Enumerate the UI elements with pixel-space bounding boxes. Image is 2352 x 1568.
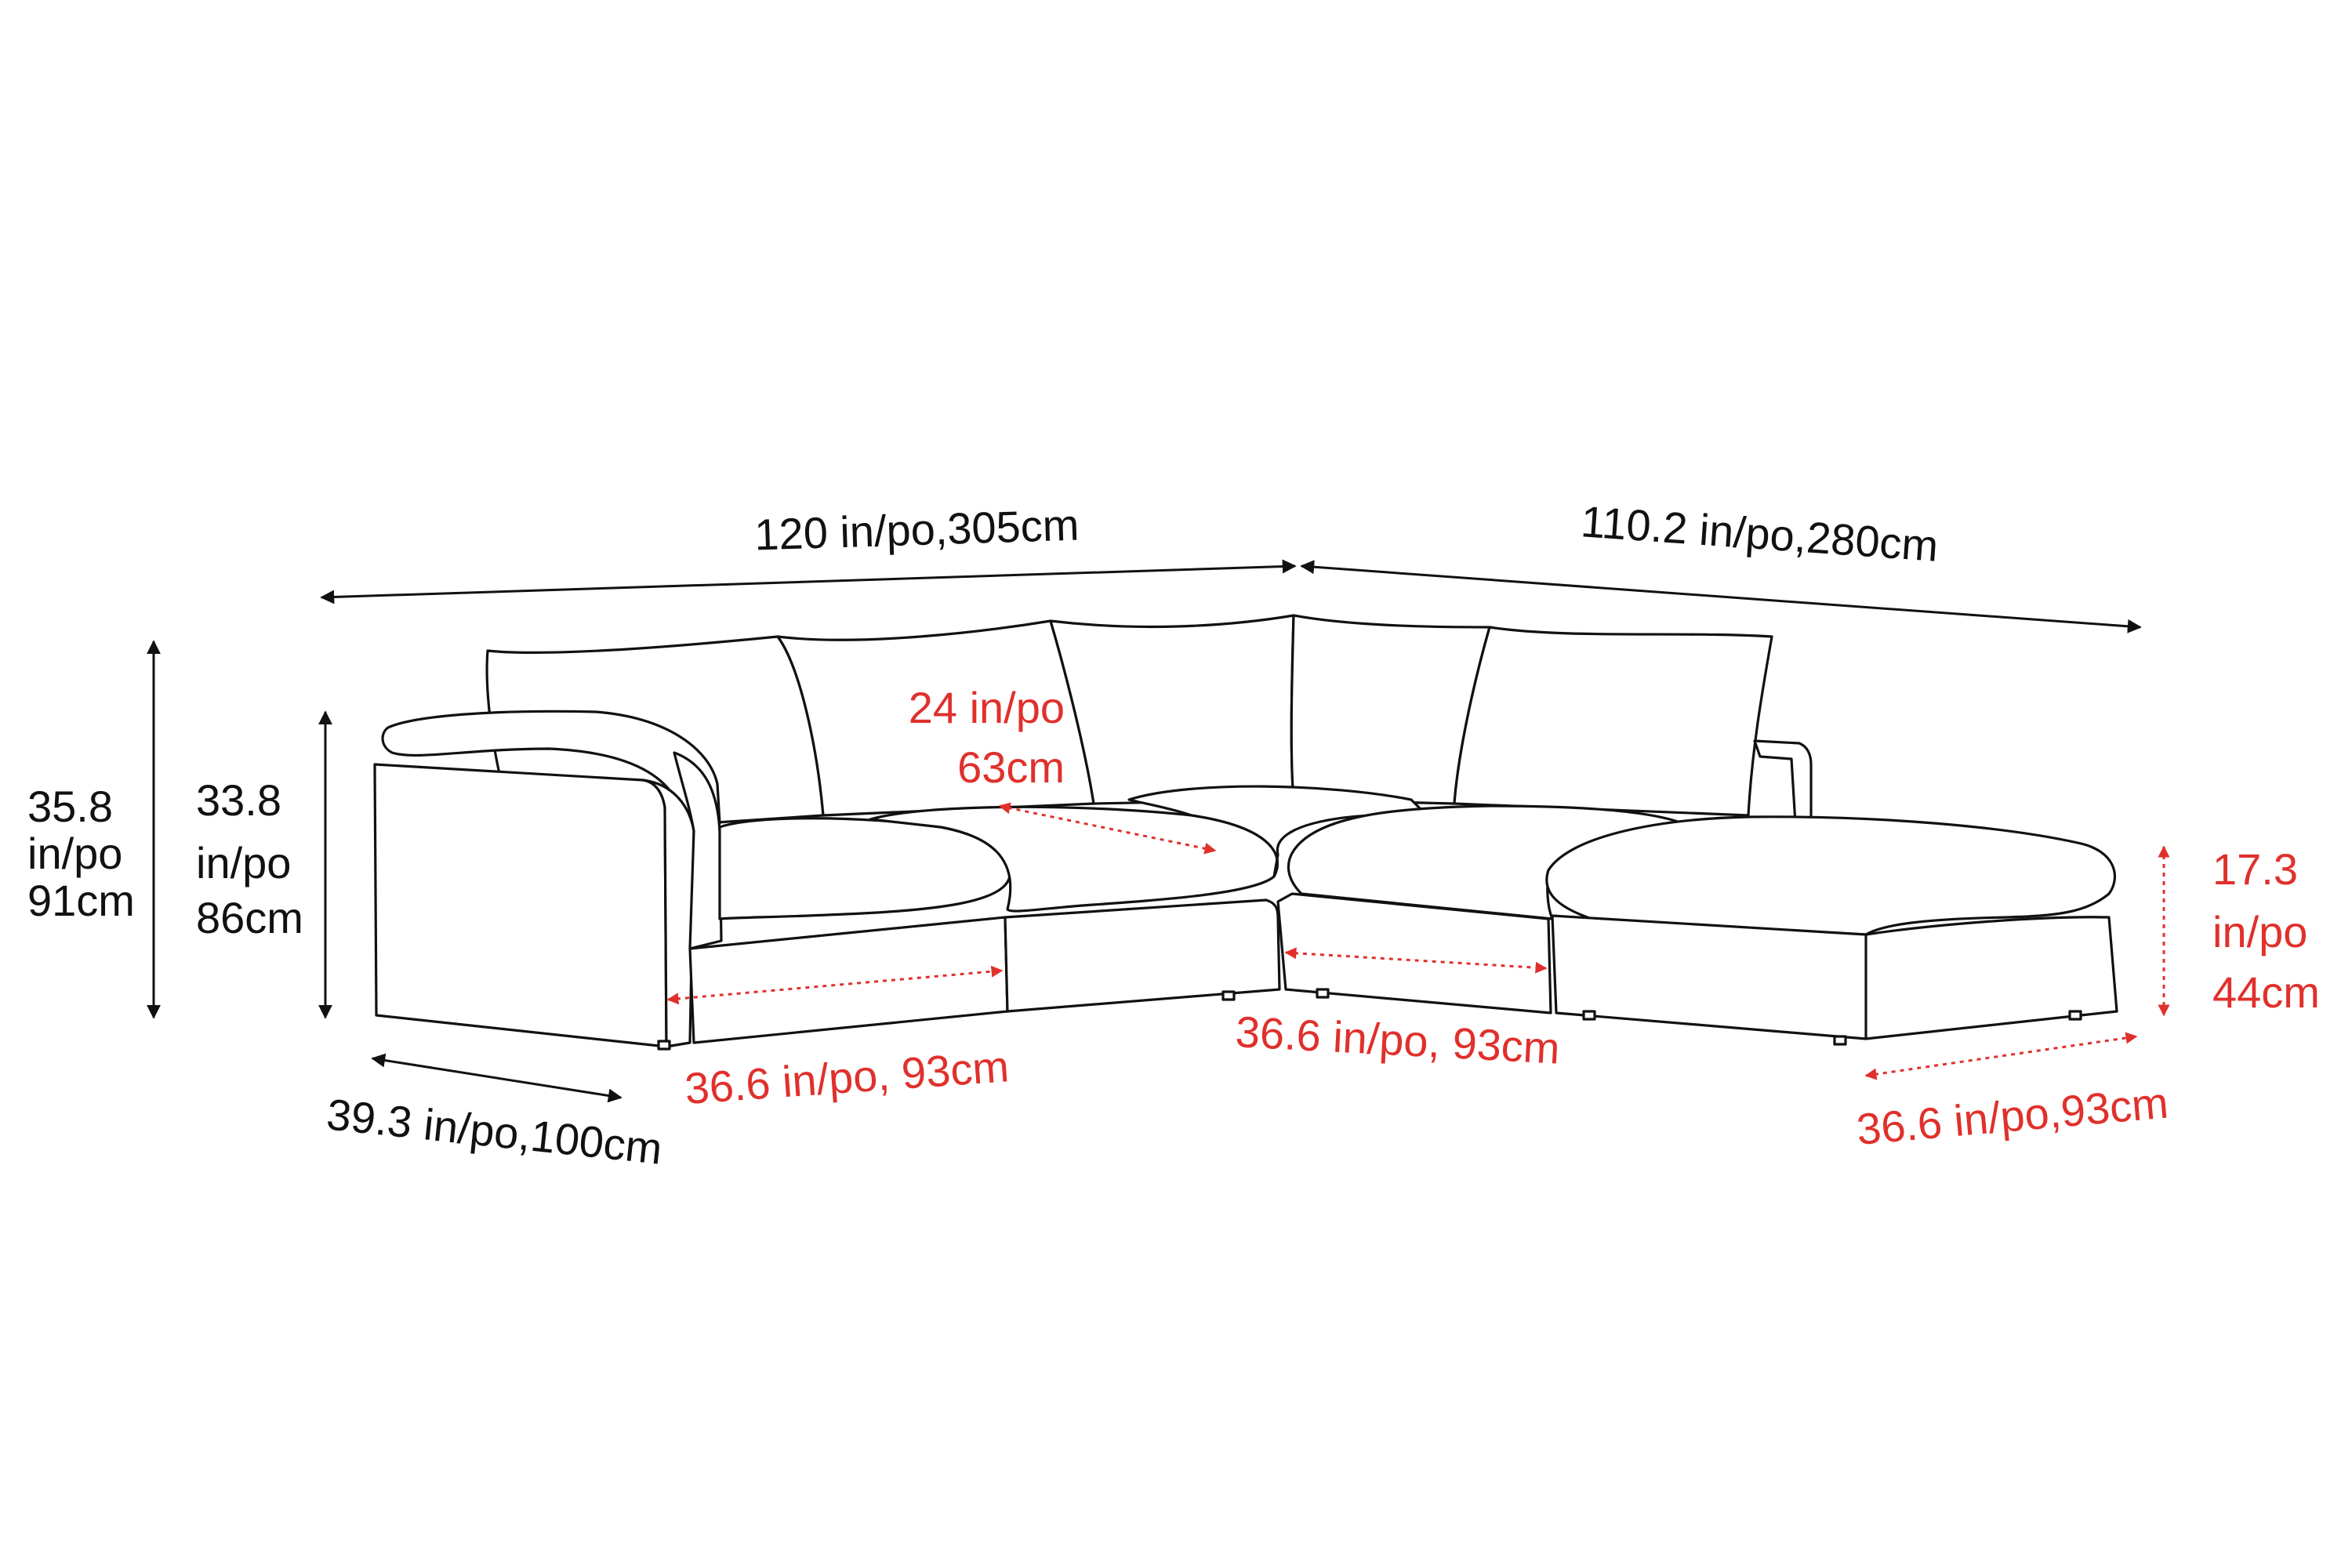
sofa-leg xyxy=(1582,1010,1596,1021)
seat-depth-cm: 63cm xyxy=(957,742,1065,792)
arm-height-label: 33.8 xyxy=(196,775,281,825)
ottoman-height-cm: 44cm xyxy=(2212,967,2320,1017)
ottoman-width-label: 36.6 in/po,93cm xyxy=(1855,1077,2170,1153)
right-armrest xyxy=(1753,739,1813,825)
arm-height-unit: in/po xyxy=(196,838,291,887)
ottoman-base xyxy=(1551,914,2118,1040)
ottoman-height-unit: in/po xyxy=(2212,907,2307,956)
red-dimension-lines xyxy=(666,802,2170,1080)
sofa-leg xyxy=(1833,1035,1847,1046)
black-dimension-lines xyxy=(147,559,2142,1103)
right-width-label: 110.2 in/po,280cm xyxy=(1579,496,1940,571)
seat-base-2 xyxy=(1004,898,1281,1013)
sofa-leg xyxy=(2068,1010,2082,1021)
sofa-leg xyxy=(1316,988,1330,999)
depth-label: 39.3 in/po,100cm xyxy=(325,1089,665,1174)
arm-height-cm: 86cm xyxy=(196,893,303,942)
seat-width-middle-arrow xyxy=(1284,947,1548,974)
sofa-leg xyxy=(657,1040,671,1051)
left-width-label: 120 in/po,305cm xyxy=(753,500,1080,560)
seat-depth-label: 24 in/po xyxy=(909,683,1065,732)
left-arm-inner xyxy=(673,751,723,950)
seat-cushion-1 xyxy=(718,817,1012,920)
total-height-cm: 91cm xyxy=(27,876,135,925)
depth-arrow xyxy=(371,1053,622,1103)
left-width-arrow xyxy=(320,559,1297,604)
total-height-unit: in/po xyxy=(27,829,122,878)
sofa-illustration xyxy=(373,614,2118,1051)
seat-width-left-arrow xyxy=(666,965,1004,1005)
seat-base-1 xyxy=(688,916,1009,1044)
ottoman-width-arrow xyxy=(1864,1032,2138,1080)
sofa-leg xyxy=(1221,990,1236,1001)
ottoman-height-label: 17.3 xyxy=(2212,844,2298,894)
left-arm xyxy=(373,763,668,1048)
back-cushion-5 xyxy=(1453,626,1773,817)
total-height-label: 35.8 xyxy=(27,782,113,831)
seat-width-middle-label: 36.6 in/po, 93cm xyxy=(1234,1007,1561,1073)
seat-width-left-label: 36.6 in/po, 93cm xyxy=(683,1041,1010,1113)
seat-depth-arrow xyxy=(998,802,1217,855)
right-width-arrow xyxy=(1300,560,2142,633)
ottoman-cushion xyxy=(1545,815,2116,936)
